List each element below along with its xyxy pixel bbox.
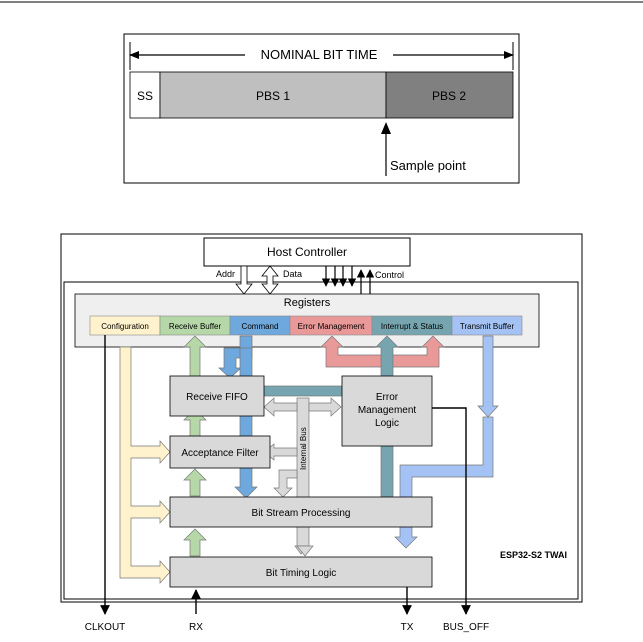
pin-clkout-label: CLKOUT <box>85 622 126 633</box>
acceptance-filter-block <box>169 435 271 469</box>
register-configuration-label: Configuration <box>101 322 149 331</box>
bus-off-line <box>432 407 471 615</box>
registers-title: Registers <box>284 297 331 309</box>
bit-timing-label: Bit Timing Logic <box>266 568 337 579</box>
internal-bus-label: Internal Bus <box>299 427 308 470</box>
timing-diagram: NOMINAL BIT TIME SS PBS 1 PBS 2 Sample p… <box>123 33 520 184</box>
sample-point-arrowhead <box>381 122 391 134</box>
host-controller-label: Host Controller <box>267 245 347 259</box>
register-receive-buffer-label: Receive Buffer <box>169 322 222 331</box>
bit-timing-block <box>169 556 433 588</box>
nominal-bit-time-title: NOMINAL BIT TIME <box>261 47 378 62</box>
receive-fifo-label: Receive FIFO <box>186 392 248 403</box>
error-logic-label-2: Management <box>358 405 417 416</box>
error-logic-label-3: Logic <box>375 418 399 429</box>
bit-stream-block <box>169 496 433 528</box>
internal-bus <box>263 397 342 557</box>
register-error-management-label: Error Management <box>298 322 365 331</box>
pin-rx-label: RX <box>189 622 203 633</box>
data-label: Data <box>283 269 302 279</box>
addr-bus-arrow <box>235 265 253 295</box>
error-path <box>320 335 445 368</box>
segment-pbs2 <box>385 71 514 119</box>
segment-pbs1 <box>159 71 387 119</box>
register-interrupt-status-label: Interrupt & Status <box>381 322 443 331</box>
segment-pbs1-label: PBS 1 <box>256 89 290 103</box>
control-label: Control <box>375 270 404 280</box>
acceptance-filter-label: Acceptance Filter <box>181 448 259 459</box>
addr-label: Addr <box>216 269 235 279</box>
register-transmit-buffer <box>451 315 523 336</box>
block-diagram: Host Controller Addr Data Control Regist… <box>60 233 583 633</box>
control-lines <box>321 266 375 294</box>
nominal-arrowhead-right <box>504 51 514 59</box>
error-logic-block <box>341 375 433 447</box>
segment-pbs2-label: PBS 2 <box>432 89 466 103</box>
pin-bus-off-label: BUS_OFF <box>443 622 489 633</box>
pin-tx-label: TX <box>401 622 414 633</box>
chip-label: ESP32-S2 TWAI <box>500 550 567 560</box>
segment-ss-label: SS <box>137 89 153 103</box>
receive-fifo-block <box>169 375 265 417</box>
register-command-label: Command <box>242 322 279 331</box>
configuration-bus <box>119 346 171 584</box>
register-transmit-buffer-label: Transmit Buffer <box>460 322 515 331</box>
host-controller-block <box>203 237 411 267</box>
sample-point-label: Sample point <box>390 158 466 173</box>
nominal-arrowhead-left <box>129 51 139 59</box>
error-logic-label-1: Error <box>376 392 399 403</box>
segment-ss <box>129 71 161 119</box>
bit-stream-label: Bit Stream Processing <box>252 508 351 519</box>
transmit-path <box>394 335 499 549</box>
